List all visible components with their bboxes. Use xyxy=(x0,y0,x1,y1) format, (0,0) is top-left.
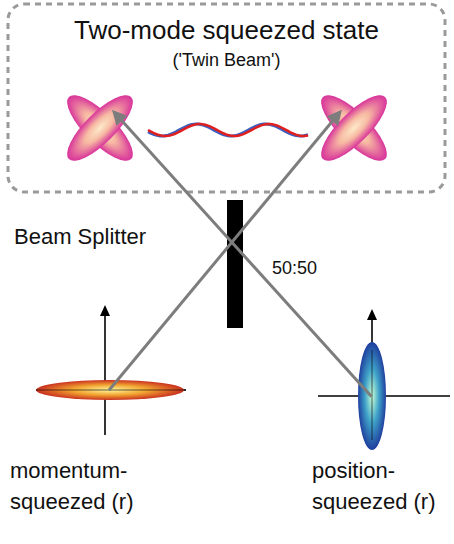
squeezed-state-region: Two-mode squeezed state ('Twin Beam') xyxy=(8,4,445,192)
entanglement-wave xyxy=(148,124,308,136)
entanglement-wave xyxy=(148,124,308,136)
beam-path-arrow xyxy=(109,112,340,390)
dashed-frame xyxy=(8,4,445,192)
node-label: Two-mode squeezed state xyxy=(8,16,445,46)
node-label: Beam Splitter xyxy=(14,224,146,249)
beam-splitter-plate xyxy=(227,200,243,328)
node-label: momentum- squeezed (r) xyxy=(10,456,210,518)
beam-splitter: Beam Splitter 50:50 xyxy=(10,200,330,330)
node-label: ('Twin Beam') xyxy=(8,50,445,71)
beam-path-arrow xyxy=(114,112,371,397)
node-label: position- squeezed (r) xyxy=(312,456,452,518)
node-label: 50:50 xyxy=(272,258,317,279)
input-mode: position- squeezed (r) xyxy=(300,300,452,510)
input-mode: momentum- squeezed (r) xyxy=(4,300,214,510)
